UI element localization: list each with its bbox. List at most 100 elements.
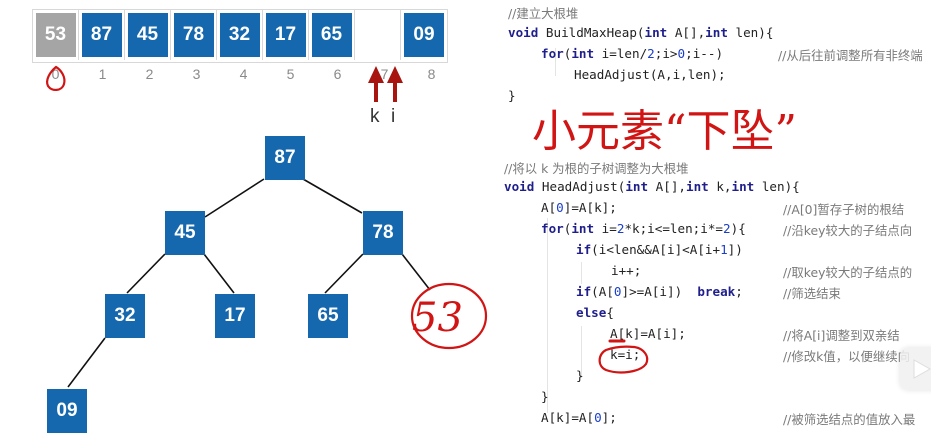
code-panel: //建立大根堆 void BuildMaxHeap(int A[],int le… — [504, 0, 931, 431]
code-line-update-k: k=i; — [610, 347, 641, 362]
keyword: int — [571, 46, 595, 61]
arrow-k-head-icon — [368, 66, 384, 83]
code-text: ]) — [727, 242, 743, 257]
code-text: ]; — [601, 410, 617, 425]
array-index-7: 7 — [380, 66, 389, 82]
code-line-move-child-up: A[k]=A[i]; — [610, 326, 686, 341]
code-text: ]=A[k]; — [563, 200, 617, 215]
heap-array: 53 87 45 78 32 17 65 09 — [32, 9, 448, 63]
number-literal: 2 — [723, 221, 731, 236]
edge-45-32 — [126, 253, 166, 294]
array-index-4: 4 — [239, 66, 248, 82]
comment-build-heap: //建立大根堆 — [508, 6, 579, 21]
code-text: A[], — [648, 179, 687, 194]
comment-increment-i: //取key较大的子结点的 — [783, 265, 913, 280]
edge-78-65 — [324, 253, 364, 294]
number-literal: 0 — [556, 200, 564, 215]
code-line-close-for: } — [541, 389, 549, 404]
code-line-save-root: A[0]=A[k]; — [541, 200, 617, 215]
code-line-for-build: for(int i=len/2;i>0;i--) — [541, 46, 723, 61]
play-icon — [913, 359, 931, 379]
code-text: ;i> — [654, 46, 678, 61]
tree-node-5: 17 — [215, 294, 255, 338]
circle-index-0 — [46, 65, 66, 91]
keyword: int — [625, 179, 649, 194]
edge-78-53 — [401, 253, 431, 291]
array-value-5: 17 — [265, 13, 306, 57]
handwritten-node-53: 53 — [412, 295, 463, 341]
code-text: *k;i<=len;i*= — [624, 221, 724, 236]
number-literal: 0 — [677, 46, 686, 61]
tree-node-8: 09 — [47, 389, 87, 433]
array-index-8: 8 — [427, 66, 436, 82]
code-text: ( — [563, 46, 572, 61]
array-value-1: 87 — [81, 13, 122, 57]
code-line-call-adjust: HeadAdjust(A,i,len); — [574, 67, 726, 82]
code-text: ;i--) — [685, 46, 724, 61]
keyword: for — [541, 46, 564, 61]
circle-node-53 — [410, 282, 488, 350]
arrow-k-shaft — [374, 80, 378, 102]
array-cell-3: 78 — [171, 10, 217, 60]
array-indices: 0 1 2 3 4 5 6 7 8 — [32, 66, 455, 82]
indent-guide — [555, 48, 556, 76]
code-text: HeadAdjust( — [534, 179, 626, 194]
code-line-place-root: A[k]=A[0]; — [541, 410, 617, 425]
code-text: (A[ — [591, 284, 614, 299]
array-index-6: 6 — [333, 66, 342, 82]
code-text: BuildMaxHeap( — [538, 25, 645, 40]
code-text: i= — [594, 221, 617, 236]
edge-32-09 — [67, 337, 106, 388]
code-text: A[ — [541, 200, 557, 215]
array-index-0: 0 — [51, 66, 60, 82]
array-index-1: 1 — [98, 66, 107, 82]
code-text: ; — [735, 284, 743, 299]
code-text: A[], — [667, 25, 706, 40]
array-value-0: 53 — [35, 13, 76, 57]
array-value-2: 45 — [127, 13, 168, 57]
tree-node-2: 45 — [165, 211, 205, 255]
array-cell-8: 09 — [401, 10, 447, 60]
array-cell-4: 32 — [217, 10, 263, 60]
tree-node-6: 65 — [308, 294, 348, 338]
number-literal: 2 — [647, 46, 655, 61]
code-line-else: else{ — [576, 305, 614, 320]
comment-update-k: //修改k值，以便继续向 — [783, 349, 911, 364]
code-line-close-else: } — [576, 368, 584, 383]
number-literal: 0 — [613, 284, 622, 299]
code-text: (i<len&&A[i]<A[i+ — [591, 242, 721, 257]
tree-node-4: 32 — [105, 294, 145, 338]
array-value-4: 32 — [219, 13, 260, 57]
keyword: void — [508, 25, 539, 40]
code-text: { — [606, 305, 614, 320]
array-value-8: 09 — [404, 13, 444, 57]
keyword: if — [576, 242, 592, 257]
number-literal: 0 — [594, 410, 602, 425]
code-text: ){ — [730, 221, 746, 236]
code-text: ( — [563, 221, 572, 236]
tree-node-3: 78 — [363, 211, 403, 255]
tree-edges — [67, 178, 431, 388]
keyword: void — [504, 179, 535, 194]
comment-place-root: //被筛选结点的值放入最 — [783, 412, 916, 427]
array-cell-1: 87 — [79, 10, 125, 60]
code-line-for-adjust: for(int i=2*k;i<=len;i*=2){ — [541, 221, 746, 236]
array-index-2: 2 — [145, 66, 154, 82]
code-text: ]>=A[i]) — [621, 284, 698, 299]
circle-k-eq-i — [598, 345, 649, 374]
number-literal: 2 — [616, 221, 625, 236]
comment-save-root: //A[0]暂存子树的根结 — [783, 202, 905, 217]
indent-guide — [581, 262, 582, 284]
array-index-5: 5 — [286, 66, 295, 82]
code-text: A[k]=A[ — [541, 410, 595, 425]
code-text: len){ — [727, 25, 774, 40]
code-line-close-build: } — [508, 88, 516, 103]
tree-node-1: 87 — [265, 136, 305, 180]
keyword: int — [686, 179, 709, 194]
array-cell-0: 53 — [33, 10, 79, 60]
handwritten-title: 小元素“下坠” — [532, 106, 797, 157]
edge-87-78 — [302, 178, 363, 214]
array-value-6: 65 — [311, 13, 352, 57]
video-play-button[interactable] — [900, 348, 931, 390]
keyword: int — [644, 25, 668, 40]
